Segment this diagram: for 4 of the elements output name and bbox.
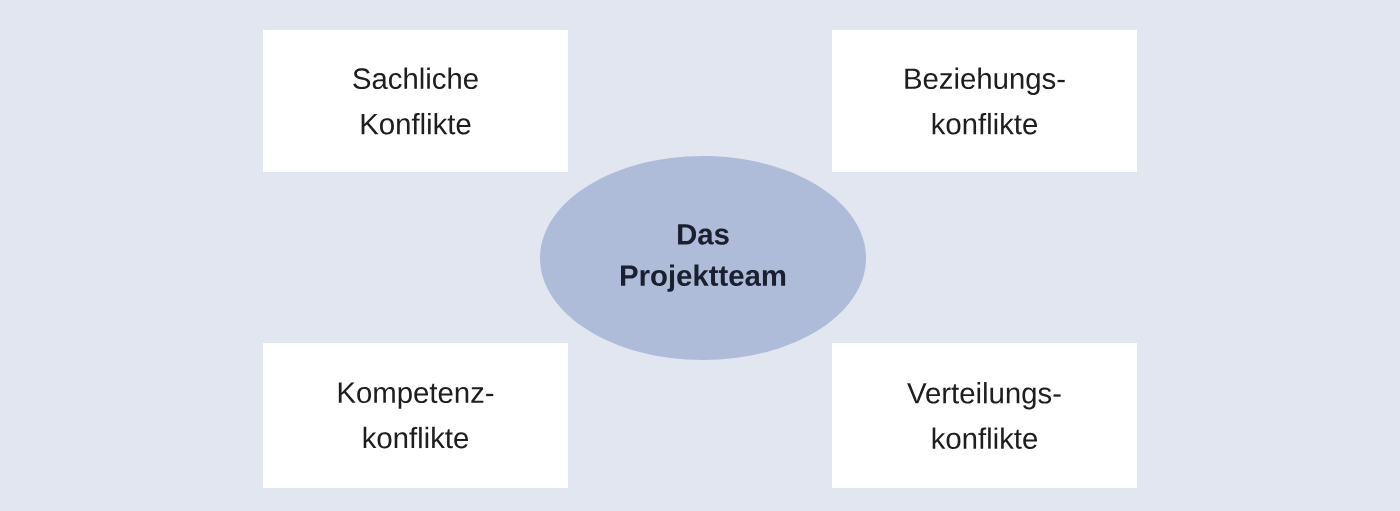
category-box: Sachliche Konflikte xyxy=(263,30,568,172)
category-box: Beziehungs- konflikte xyxy=(832,30,1137,172)
category-box: Kompetenz- konflikte xyxy=(263,343,568,488)
category-box: Verteilungs- konflikte xyxy=(832,343,1137,488)
